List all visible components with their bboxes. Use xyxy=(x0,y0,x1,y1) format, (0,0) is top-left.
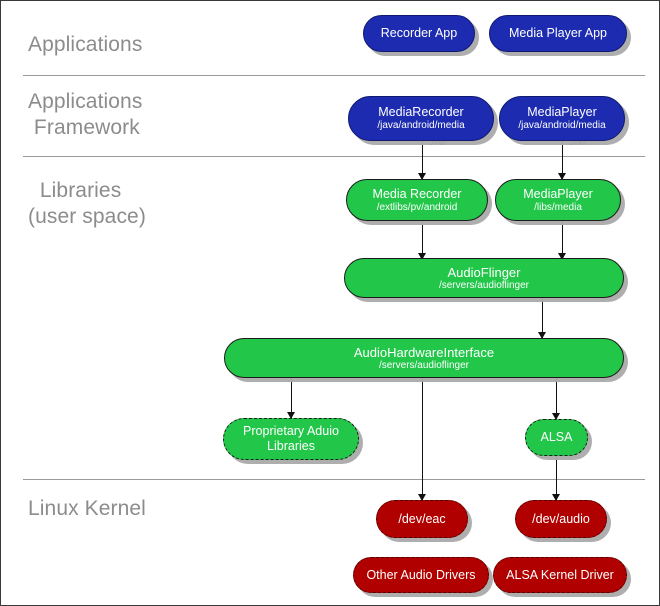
node-other-audio-drivers-title: Other Audio Drivers xyxy=(366,567,476,582)
node-audiohardwareinterface-path: /servers/audioflinger xyxy=(378,359,470,371)
divider-linux-kernel xyxy=(23,479,645,480)
layer-label-applications-framework: Applications Framework xyxy=(28,90,143,139)
arrowhead-mediaplayer-jni xyxy=(558,173,566,180)
connector-mediaplayerlib-audioflinger xyxy=(562,220,563,260)
connector-ahi-alsa xyxy=(556,378,557,419)
node-audiohardwareinterface[interactable]: AudioHardwareInterface /servers/audiofli… xyxy=(224,338,624,378)
node-mediarecorder-framework-title: MediaRecorder xyxy=(378,105,464,119)
node-mediaplayer-framework[interactable]: MediaPlayer /java/android/media xyxy=(499,96,625,141)
node-media-player-app-title: Media Player App xyxy=(509,26,607,40)
connector-alsa-dev-audio xyxy=(556,455,557,500)
node-dev-audio-title: /dev/audio xyxy=(532,511,590,526)
connector-audioflinger-audiohardwareinterface xyxy=(542,298,543,339)
arrowhead-mediarecorder-jni xyxy=(418,173,426,180)
node-alsa-kernel-driver[interactable]: ALSA Kernel Driver xyxy=(493,557,627,593)
node-mediarecorder-framework[interactable]: MediaRecorder /java/android/media xyxy=(348,96,494,141)
arrowhead-alsa-dev-audio xyxy=(552,494,560,501)
node-recorder-app[interactable]: Recorder App xyxy=(363,15,475,52)
connector-ahi-proprietary-libraries xyxy=(291,378,292,418)
node-alsa[interactable]: ALSA xyxy=(525,419,588,456)
node-mediarecorder-framework-path: /java/android/media xyxy=(377,120,465,131)
layer-label-linux-kernel: Linux Kernel xyxy=(28,497,146,520)
node-mediaplayer-library[interactable]: MediaPlayer /libs/media xyxy=(495,179,621,221)
arrowhead-ahi-dev-eac xyxy=(418,494,426,501)
node-audioflinger-path: /servers/audioflinger xyxy=(438,279,530,291)
node-audioflinger-title: AudioFlinger xyxy=(447,264,521,280)
node-dev-eac[interactable]: /dev/eac xyxy=(376,500,468,538)
node-proprietary-audio-libraries-title: Proprietary Aduio Libraries xyxy=(243,424,339,453)
node-media-recorder-library-path: /extlibs/pv/android xyxy=(376,201,458,213)
arrowhead-audioflinger-audiohardwareinterface xyxy=(538,332,546,339)
layer-label-libraries: Libraries (user space) xyxy=(28,179,146,228)
arrowhead-ahi-proprietary-libraries xyxy=(287,412,295,419)
connector-mediarecorderlib-audioflinger xyxy=(422,220,423,260)
node-alsa-title: ALSA xyxy=(540,430,573,444)
node-media-recorder-library-title: Media Recorder xyxy=(372,186,462,201)
node-audioflinger[interactable]: AudioFlinger /servers/audioflinger xyxy=(344,258,624,298)
node-media-player-app[interactable]: Media Player App xyxy=(489,15,627,52)
node-mediaplayer-library-path: /libs/media xyxy=(534,201,582,213)
node-mediaplayer-framework-path: /java/android/media xyxy=(518,120,606,131)
node-alsa-kernel-driver-title: ALSA Kernel Driver xyxy=(506,567,614,582)
node-recorder-app-title: Recorder App xyxy=(380,26,458,40)
node-media-recorder-library[interactable]: Media Recorder /extlibs/pv/android xyxy=(346,179,488,221)
layer-label-applications: Applications xyxy=(28,33,143,56)
node-other-audio-drivers[interactable]: Other Audio Drivers xyxy=(353,557,489,593)
connector-mediaplayer-jni xyxy=(562,141,563,180)
divider-applications xyxy=(23,75,645,76)
connector-mediarecorder-jni xyxy=(422,141,423,180)
arrowhead-mediarecorderlib-audioflinger xyxy=(418,253,426,260)
node-mediaplayer-library-title: MediaPlayer xyxy=(523,186,593,201)
divider-applications-framework xyxy=(23,156,645,157)
node-mediaplayer-framework-title: MediaPlayer xyxy=(527,105,597,119)
node-dev-audio[interactable]: /dev/audio xyxy=(515,500,607,538)
node-audiohardwareinterface-title: AudioHardwareInterface xyxy=(353,344,495,360)
arrowhead-mediaplayerlib-audioflinger xyxy=(558,253,566,260)
connector-ahi-dev-eac xyxy=(422,378,423,500)
node-dev-eac-title: /dev/eac xyxy=(398,511,446,526)
arrowhead-ahi-alsa xyxy=(552,413,560,420)
node-proprietary-audio-libraries[interactable]: Proprietary Aduio Libraries xyxy=(223,418,359,460)
